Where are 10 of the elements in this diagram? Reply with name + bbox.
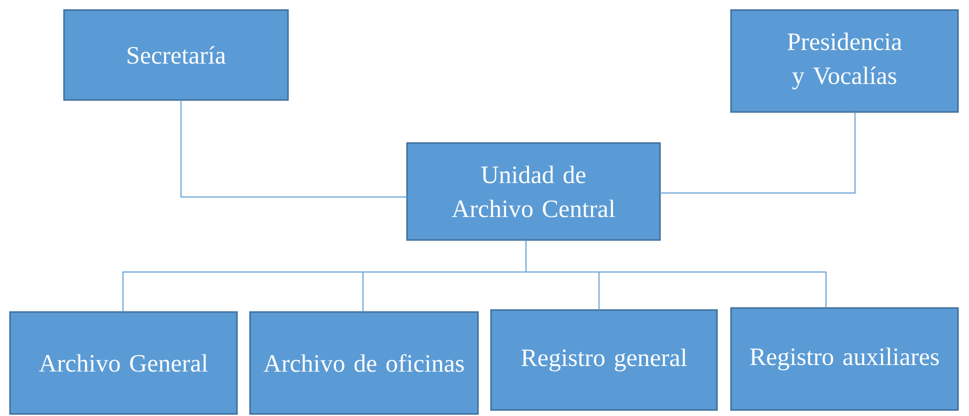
org-box: Archivo de oficinas (249, 311, 479, 415)
connector-line (180, 100, 408, 198)
org-box: Presidencia y Vocalías (730, 9, 959, 113)
org-box: Archivo General (9, 311, 238, 415)
connector-line (660, 112, 856, 194)
connector-line (526, 240, 826, 308)
org-box: Unidad de Archivo Central (406, 142, 661, 241)
org-box: Secretaría (63, 9, 289, 101)
org-box: Registro auxiliares (730, 307, 959, 411)
org-box: Registro general (490, 309, 718, 411)
